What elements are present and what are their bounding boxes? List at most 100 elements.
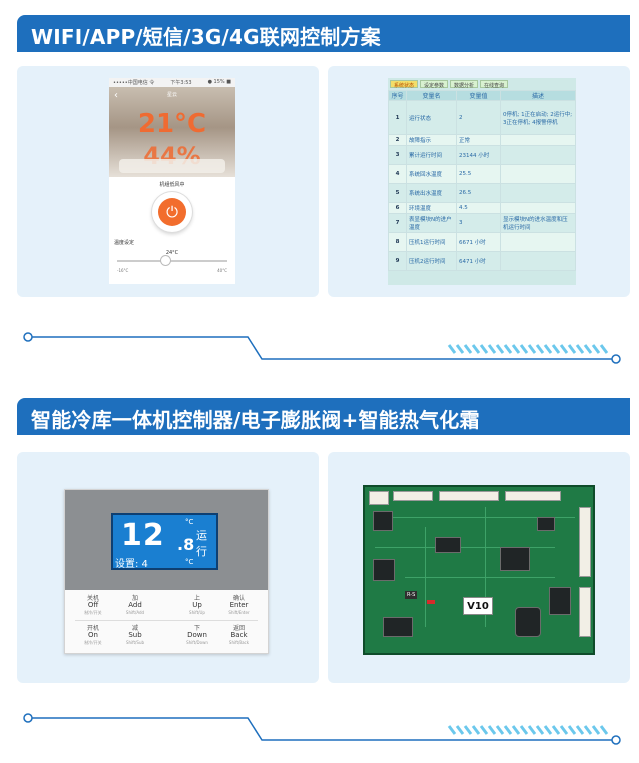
row-name: 运行状态 [406, 100, 457, 135]
power-icon: ⏻ [158, 198, 186, 226]
table-row: 9 压机2运行时间 6471 小时 [388, 251, 576, 271]
row-value: 正常 [456, 134, 501, 146]
pcb-version-label: V10 [463, 597, 493, 615]
up-key[interactable]: 上 Up Shift/Up [177, 595, 217, 616]
on-key[interactable]: 开机 On 制冷/开关 [73, 625, 113, 646]
terminal-block [439, 491, 499, 501]
table-row: 5 系统出水温度 26.5 [388, 183, 576, 203]
key-cn-label: 加 [131, 595, 138, 602]
row-value: 25.5 [456, 164, 501, 184]
key-cn-label: 返回 [232, 625, 245, 632]
row-index: 2 [388, 134, 407, 146]
key-cn-label: 减 [131, 625, 138, 632]
off-key[interactable]: 关机 Off 制冷/开关 [73, 595, 113, 616]
table-row: 4 系统回水温度 25.5 [388, 164, 576, 184]
lcd-decimal: .8 [177, 535, 195, 554]
tab-settings[interactable]: 设定参数 [420, 80, 449, 89]
key-en-label: Sub [128, 631, 142, 639]
row-index: 5 [388, 183, 407, 203]
lcd-unit-top: °C [185, 518, 194, 526]
section1-divider [0, 325, 639, 365]
controller-keypad: 关机 Off 制冷/开关 加 Add Shift/Add 上 Up Shift/… [65, 593, 268, 653]
tab-system-status[interactable]: 系统状态 [390, 80, 419, 89]
room-photo [119, 159, 225, 173]
sub-key[interactable]: 减 Sub Shift/Sub [115, 625, 155, 646]
row-index: 4 [388, 164, 407, 184]
back-key[interactable]: 返回 Back Shift/Back [219, 625, 259, 646]
key-en-label: Down [187, 631, 207, 639]
controller-display-bezel: 12 .8 °C 运行 设置: 4 °C [65, 490, 268, 590]
row-name: 压机1运行时间 [406, 232, 457, 252]
table-row: 6 环境温度 4.5 [388, 202, 576, 214]
ic-chip [549, 587, 571, 615]
row-desc [500, 145, 576, 165]
row-value: 23144 小时 [456, 145, 501, 165]
terminal-block [579, 507, 591, 577]
slider-value: 24°C [165, 250, 179, 256]
lcd-unit-bottom: °C [185, 558, 194, 566]
key-cn-label: 下 [193, 625, 200, 632]
row-name: 系统回水温度 [406, 164, 457, 184]
row-desc [500, 164, 576, 184]
set-temperature-label: 温度设定 [114, 240, 135, 246]
status-panel: 系统状态 设定参数 数据分析 在线查询 序号 变量名 变量值 描述 1 运行状态… [388, 78, 576, 285]
status-time: 下午3:53 [170, 80, 192, 86]
key-sub-label: Shift/Up [189, 610, 205, 615]
control-circuit-board: R-S V10 [363, 485, 595, 655]
column-header-name: 变量名 [406, 90, 457, 101]
pcb-trace [375, 547, 555, 548]
back-icon[interactable]: ‹ [114, 90, 118, 101]
section2-divider [0, 708, 639, 748]
status-table: 序号 变量名 变量值 描述 1 运行状态 2 0停机; 1正在启动; 2运行中;… [388, 90, 576, 271]
temperature-slider-track[interactable] [117, 260, 227, 262]
relay-component [373, 559, 395, 581]
pcb-red-marker [427, 600, 435, 604]
pcb-trace [485, 507, 486, 627]
pcb-card: R-S V10 [328, 452, 630, 683]
row-value: 6671 小时 [456, 232, 501, 252]
key-sub-label: 制冷/开关 [84, 610, 102, 615]
tab-data-analysis[interactable]: 数据分析 [450, 80, 479, 89]
row-desc [500, 183, 576, 203]
status-carrier: •••••中国电信 令 [113, 80, 155, 86]
row-index: 7 [388, 213, 407, 233]
relay-component [373, 511, 393, 531]
enter-key[interactable]: 确认 Enter Shift/Enter [219, 595, 259, 616]
key-cn-label: 上 [193, 595, 200, 602]
mode-label: 机组低风中 [159, 182, 185, 188]
lcd-number: 12 [121, 518, 165, 553]
divider-line-graphic [23, 713, 621, 745]
status-tabs: 系统状态 设定参数 数据分析 在线查询 [388, 78, 576, 89]
key-en-label: Back [230, 631, 248, 639]
key-cn-label: 开机 [86, 625, 99, 632]
slider-max: 40°C [217, 268, 227, 273]
pcb-trace [375, 517, 575, 518]
row-desc: 0停机; 1正在启动; 2运行中; 3正在停机; 4报警停机 [500, 100, 576, 135]
row-name: 表显模块N的进户温度 [406, 213, 457, 233]
row-value: 2 [456, 100, 501, 135]
key-en-label: Enter [229, 601, 249, 609]
row-desc: 显示模块N的进水温度和压机运行时间 [500, 213, 576, 233]
temperature-readout: 21°C [137, 109, 207, 139]
row-index: 6 [388, 202, 407, 214]
key-sub-label: 制冷/开关 [84, 640, 102, 645]
table-header-row: 序号 变量名 变量值 描述 [388, 90, 576, 101]
row-value: 3 [456, 213, 501, 233]
phone-screen: •••••中国电信 令 下午3:53 ● 15% ■ ‹ 星云 21°C 44%… [109, 78, 235, 284]
row-desc [500, 232, 576, 252]
status-battery: ● 15% ■ [207, 79, 231, 85]
power-button[interactable]: ⏻ [152, 192, 192, 232]
down-key[interactable]: 下 Down Shift/Down [177, 625, 217, 646]
lcd-status: 运行 [196, 529, 207, 558]
table-row: 2 故障指示 正常 [388, 134, 576, 146]
table-row: 8 压机1运行时间 6671 小时 [388, 232, 576, 252]
slider-min: -16°C [117, 268, 129, 273]
row-name: 故障指示 [406, 134, 457, 146]
temperature-slider-knob[interactable] [161, 256, 170, 265]
tab-online-query[interactable]: 在线查询 [480, 80, 509, 89]
key-sub-label: Shift/Back [228, 640, 250, 645]
table-row: 3 累计运行时间 23144 小时 [388, 145, 576, 165]
add-key[interactable]: 加 Add Shift/Add [115, 595, 155, 616]
row-name: 环境温度 [406, 202, 457, 214]
table-row: 1 运行状态 2 0停机; 1正在启动; 2运行中; 3正在停机; 4报警停机 [388, 100, 576, 135]
